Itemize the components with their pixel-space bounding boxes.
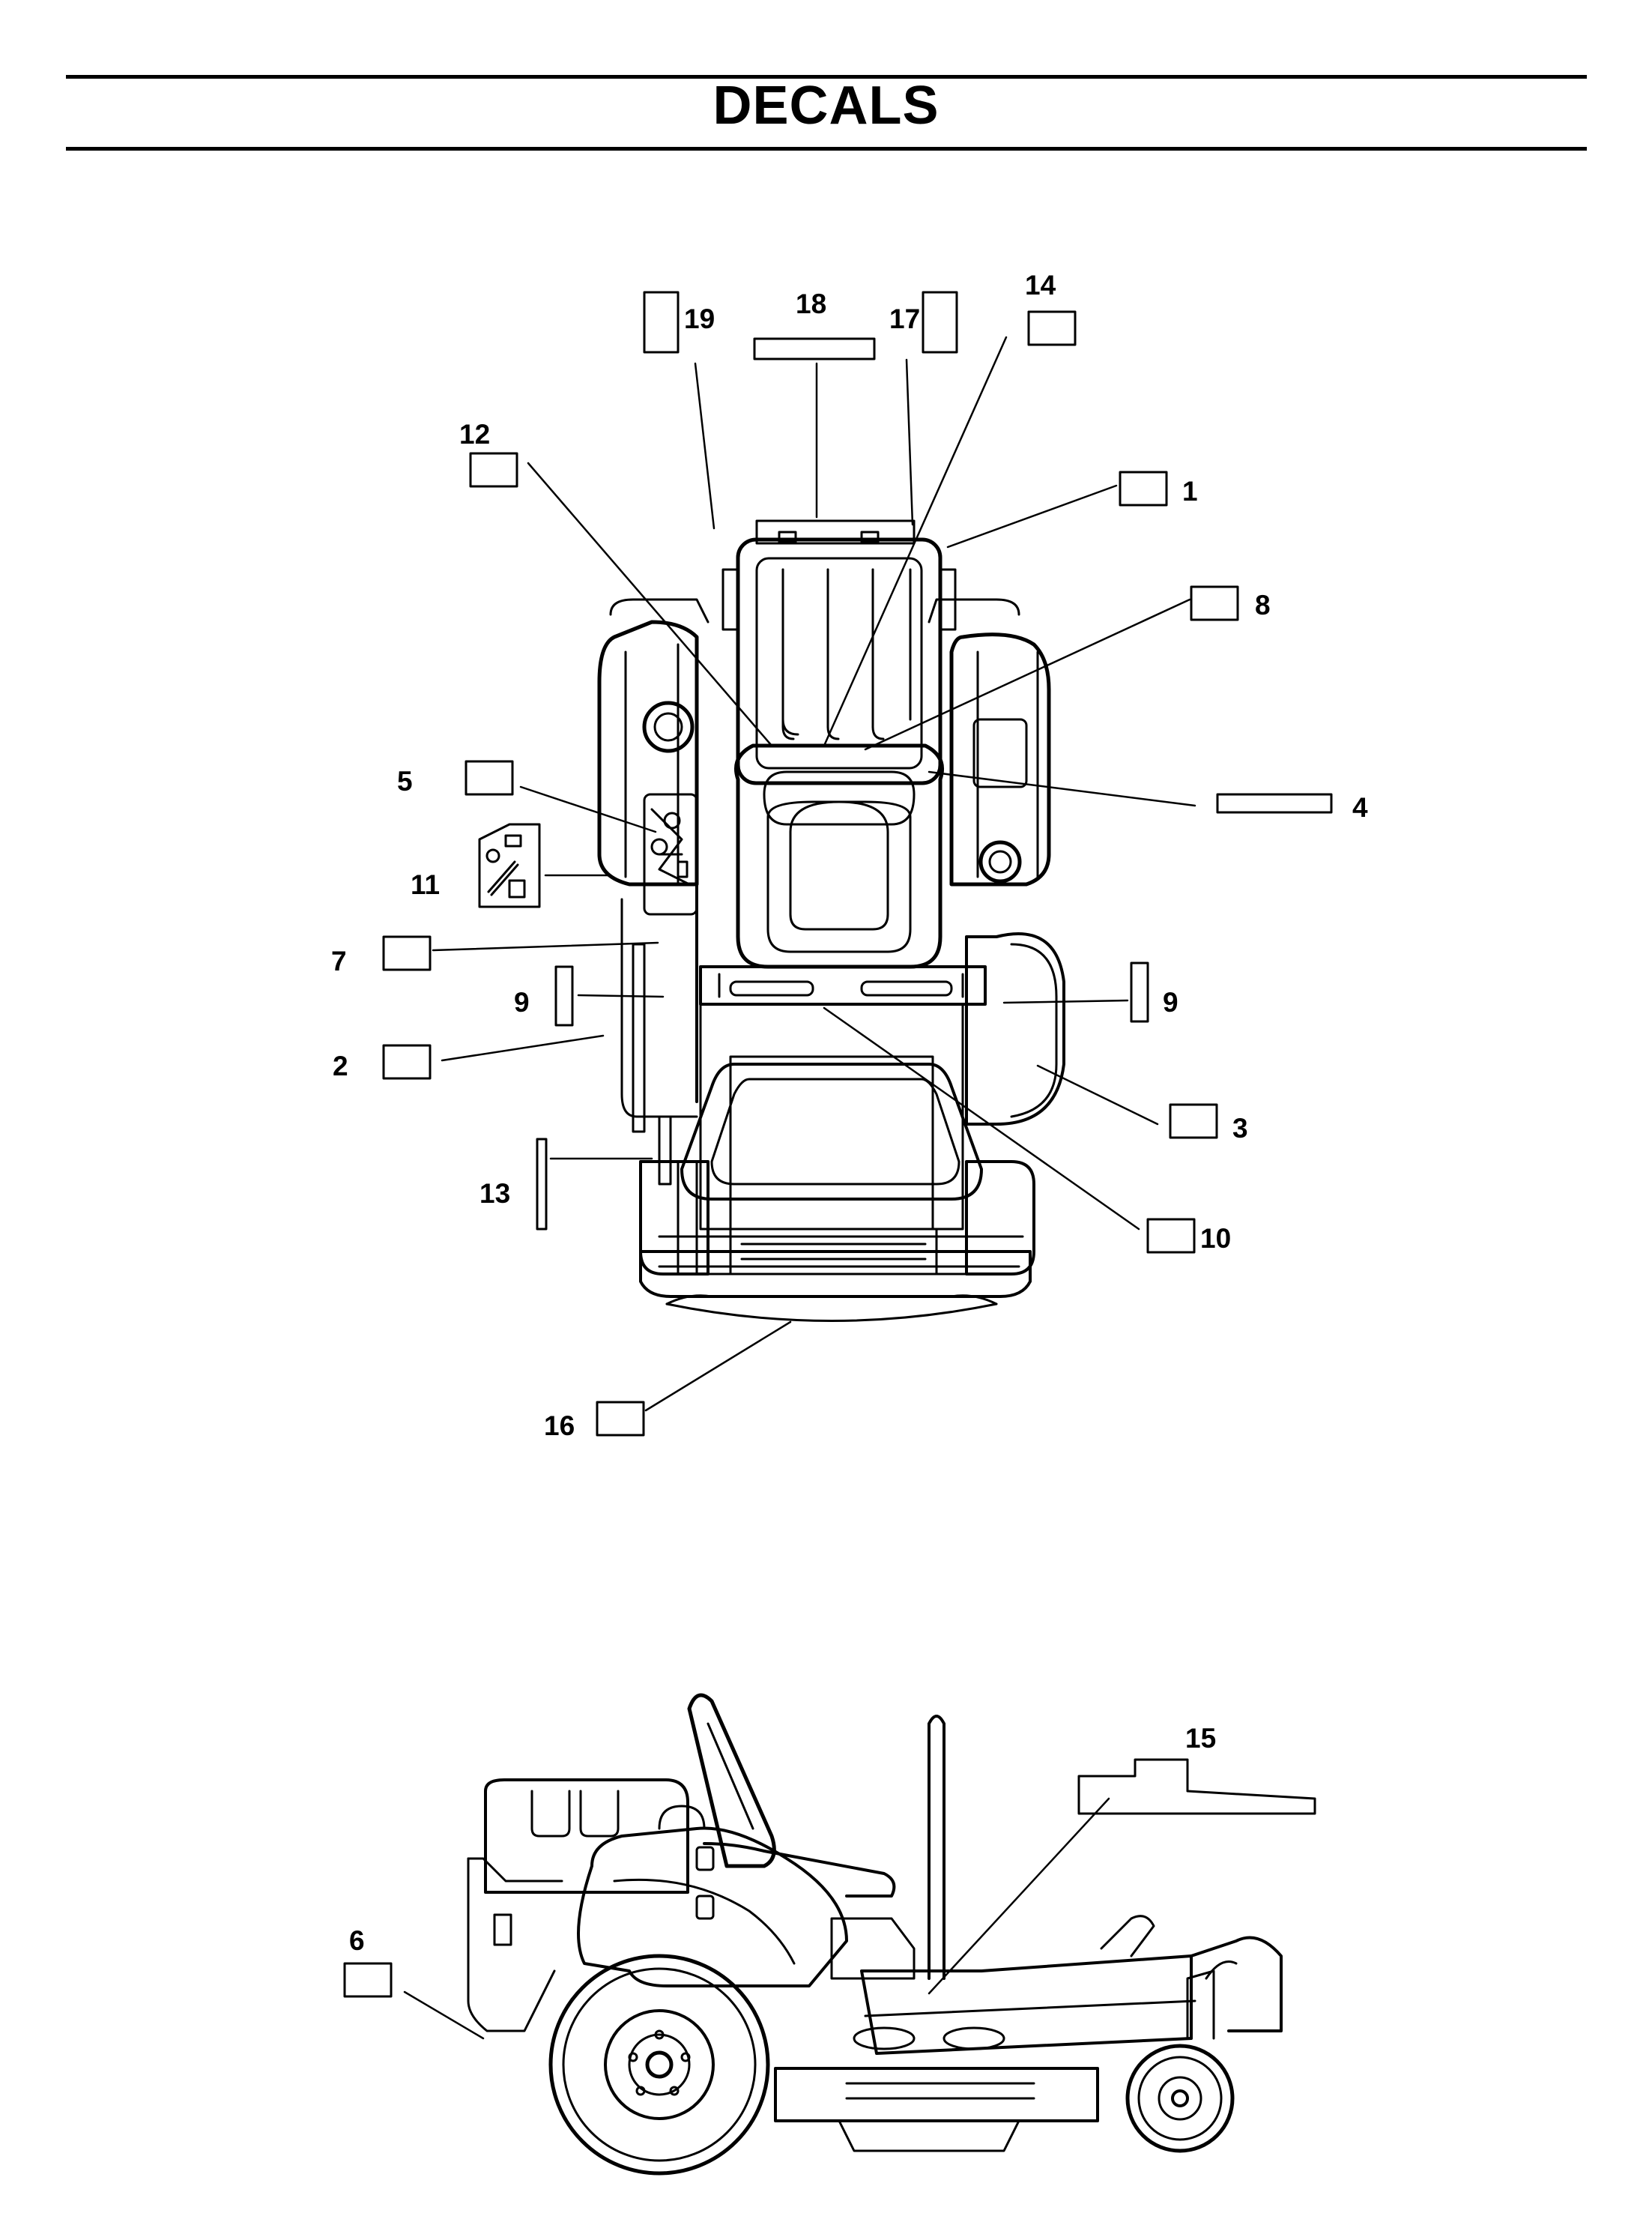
callout-1: 1	[1182, 476, 1198, 507]
callout-5: 5	[397, 766, 413, 797]
bottom-rule	[66, 147, 1587, 151]
callout-8: 8	[1255, 590, 1271, 621]
decal-box-17	[922, 291, 958, 354]
decal-box-7	[382, 935, 432, 971]
mower-side-view	[467, 1693, 1283, 2176]
callout-12: 12	[459, 419, 490, 450]
decal-box-14	[1027, 310, 1077, 346]
leader-lines	[403, 336, 1196, 2040]
decal-box-12	[469, 452, 518, 488]
callout-labels: 19 18 17 14 12 1 8 4 5 11 7 9 9 2 3 13 1…	[331, 270, 1368, 1956]
decal-box-19	[643, 291, 680, 354]
callout-7: 7	[331, 946, 347, 976]
top-rule	[66, 75, 1587, 79]
decal-box-2	[382, 1044, 432, 1080]
decal-box-9-left	[554, 965, 574, 1027]
callout-16: 16	[544, 1410, 575, 1441]
callout-2: 2	[333, 1051, 348, 1081]
page-title: DECALS	[712, 76, 940, 136]
callout-6: 6	[349, 1925, 365, 1956]
decal-box-9-right	[1130, 961, 1149, 1023]
decal-box-10	[1146, 1218, 1196, 1254]
callout-3: 3	[1232, 1113, 1248, 1144]
decal-box-1	[1119, 471, 1168, 507]
decal-box-4	[1216, 793, 1333, 814]
callout-14: 14	[1025, 270, 1056, 301]
decal-boxes	[343, 291, 1333, 1998]
decal-box-3	[1169, 1103, 1218, 1139]
decal-box-8	[1190, 585, 1239, 621]
callout-9-right: 9	[1163, 987, 1179, 1018]
callout-10: 10	[1200, 1223, 1231, 1254]
callout-15: 15	[1185, 1723, 1216, 1754]
decal-box-16	[596, 1401, 645, 1437]
decal-box-6	[343, 1962, 393, 1998]
callout-13: 13	[479, 1178, 510, 1209]
callout-17: 17	[889, 304, 920, 334]
callout-4: 4	[1352, 792, 1368, 823]
callout-9-left: 9	[514, 987, 530, 1018]
callout-19: 19	[684, 304, 715, 334]
decal-box-5	[465, 760, 514, 796]
callout-11: 11	[411, 869, 440, 900]
mower-top-view	[597, 519, 1065, 1322]
decal-box-15	[1077, 1758, 1316, 1815]
decal-box-11	[478, 823, 541, 908]
callout-18: 18	[796, 289, 826, 319]
decal-box-18	[753, 337, 876, 360]
decal-box-13	[536, 1138, 548, 1231]
